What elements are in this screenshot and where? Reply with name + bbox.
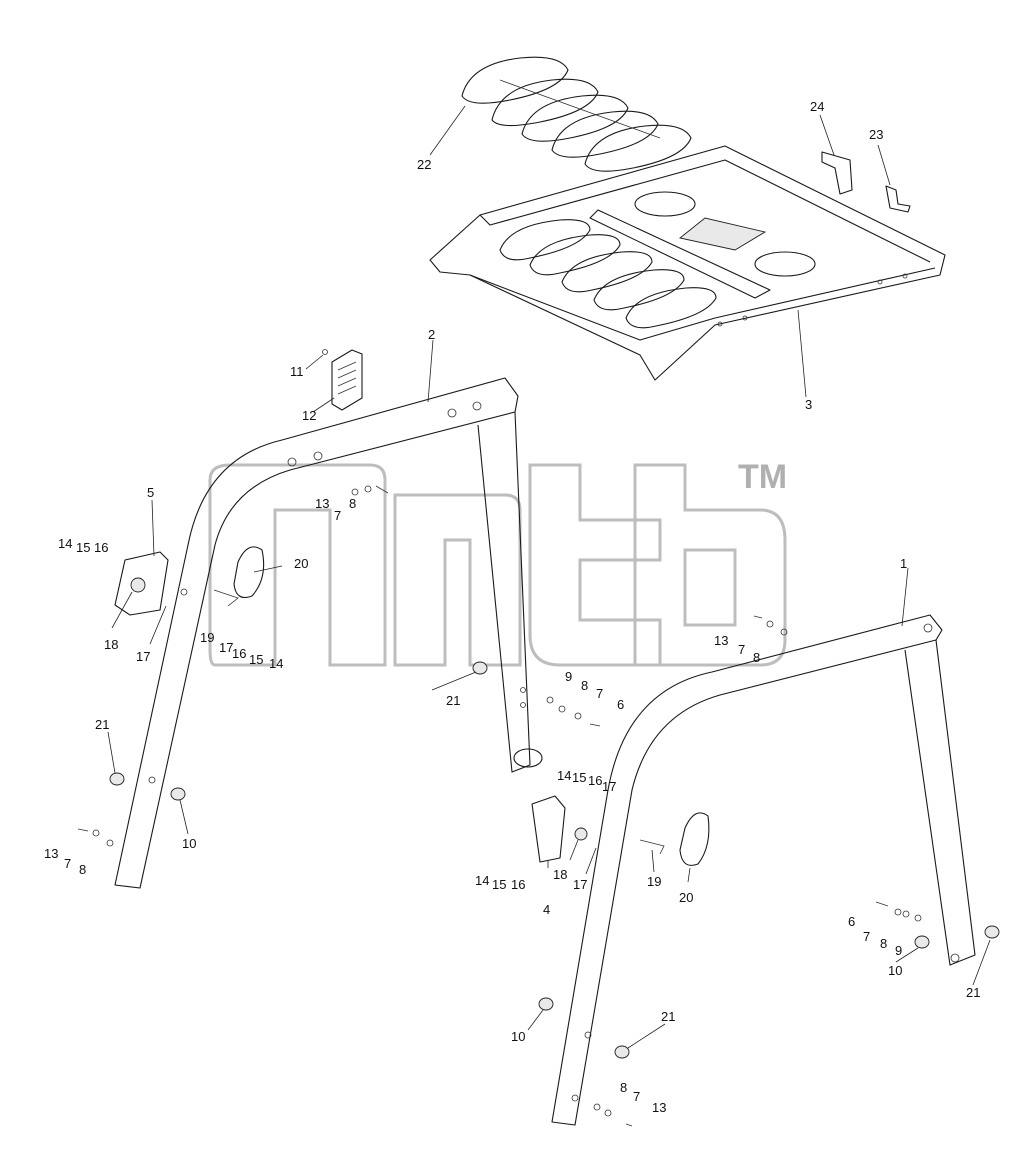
- part-3-canopy: [429, 145, 946, 381]
- callout-9: 9: [895, 943, 902, 958]
- callout-17: 17: [602, 779, 616, 794]
- watermark-logo: TM: [208, 458, 787, 667]
- callout-7: 7: [738, 642, 745, 657]
- callout-19: 19: [200, 630, 214, 645]
- callout-19: 19: [647, 874, 661, 889]
- callout-16: 16: [511, 877, 525, 892]
- callout-8: 8: [79, 862, 86, 877]
- watermark-tm: TM: [738, 458, 787, 496]
- part-23-bracket: [885, 185, 911, 213]
- callout-13: 13: [315, 496, 329, 511]
- callout-10: 10: [182, 836, 196, 851]
- part-1-front-arch: [551, 614, 976, 1126]
- callout-7: 7: [633, 1089, 640, 1104]
- part-12-vent: [331, 349, 363, 411]
- callout-21: 21: [446, 693, 460, 708]
- callout-15: 15: [76, 540, 90, 555]
- callout-22: 22: [417, 157, 431, 172]
- callout-20: 20: [294, 556, 308, 571]
- callout-8: 8: [753, 650, 760, 665]
- callout-18: 18: [553, 867, 567, 882]
- callout-8: 8: [620, 1080, 627, 1095]
- callout-21: 21: [95, 717, 109, 732]
- part-5-lamp: [114, 551, 169, 616]
- callout-14: 14: [269, 656, 283, 671]
- callouts: 22 24 23 3 2 11 12 13 7 8 5 14 15 16 18 …: [44, 99, 980, 1115]
- callout-14: 14: [557, 768, 571, 783]
- callout-24: 24: [810, 99, 824, 114]
- callout-8: 8: [880, 936, 887, 951]
- callout-16: 16: [232, 646, 246, 661]
- callout-21: 21: [966, 985, 980, 1000]
- callout-17: 17: [573, 877, 587, 892]
- part-4-lamp: [531, 795, 588, 863]
- callout-15: 15: [492, 877, 506, 892]
- callout-6: 6: [617, 697, 624, 712]
- callout-15: 15: [572, 770, 586, 785]
- part-22-cushions: [461, 56, 692, 172]
- callout-3: 3: [805, 397, 812, 412]
- fasteners: [77, 485, 1000, 1127]
- callout-16: 16: [94, 540, 108, 555]
- leader-lines: [107, 105, 991, 1049]
- callout-18: 18: [104, 637, 118, 652]
- callout-17: 17: [219, 640, 233, 655]
- callout-4: 4: [543, 902, 550, 917]
- callout-13: 13: [44, 846, 58, 861]
- callout-7: 7: [64, 856, 71, 871]
- callout-6: 6: [848, 914, 855, 929]
- part-24-bracket: [821, 151, 853, 195]
- callout-7: 7: [596, 686, 603, 701]
- callout-17: 17: [136, 649, 150, 664]
- callout-7: 7: [863, 929, 870, 944]
- callout-10: 10: [511, 1029, 525, 1044]
- callout-13: 13: [714, 633, 728, 648]
- callout-20: 20: [679, 890, 693, 905]
- callout-15: 15: [249, 652, 263, 667]
- callout-14: 14: [58, 536, 72, 551]
- part-20-mirror-left: [213, 546, 265, 607]
- callout-23: 23: [869, 127, 883, 142]
- callout-7: 7: [334, 508, 341, 523]
- callout-2: 2: [428, 327, 435, 342]
- callout-1: 1: [900, 556, 907, 571]
- part-2-rear-arch: [114, 377, 543, 889]
- part-20-mirror-right: [639, 812, 710, 866]
- callout-14: 14: [475, 873, 489, 888]
- callout-9: 9: [565, 669, 572, 684]
- callout-8: 8: [349, 496, 356, 511]
- callout-12: 12: [302, 408, 316, 423]
- callout-10: 10: [888, 963, 902, 978]
- callout-21: 21: [661, 1009, 675, 1024]
- callout-11: 11: [290, 364, 304, 379]
- callout-13: 13: [652, 1100, 666, 1115]
- callout-8: 8: [581, 678, 588, 693]
- callout-5: 5: [147, 485, 154, 500]
- part-11-screw: [322, 349, 328, 355]
- callout-16: 16: [588, 773, 602, 788]
